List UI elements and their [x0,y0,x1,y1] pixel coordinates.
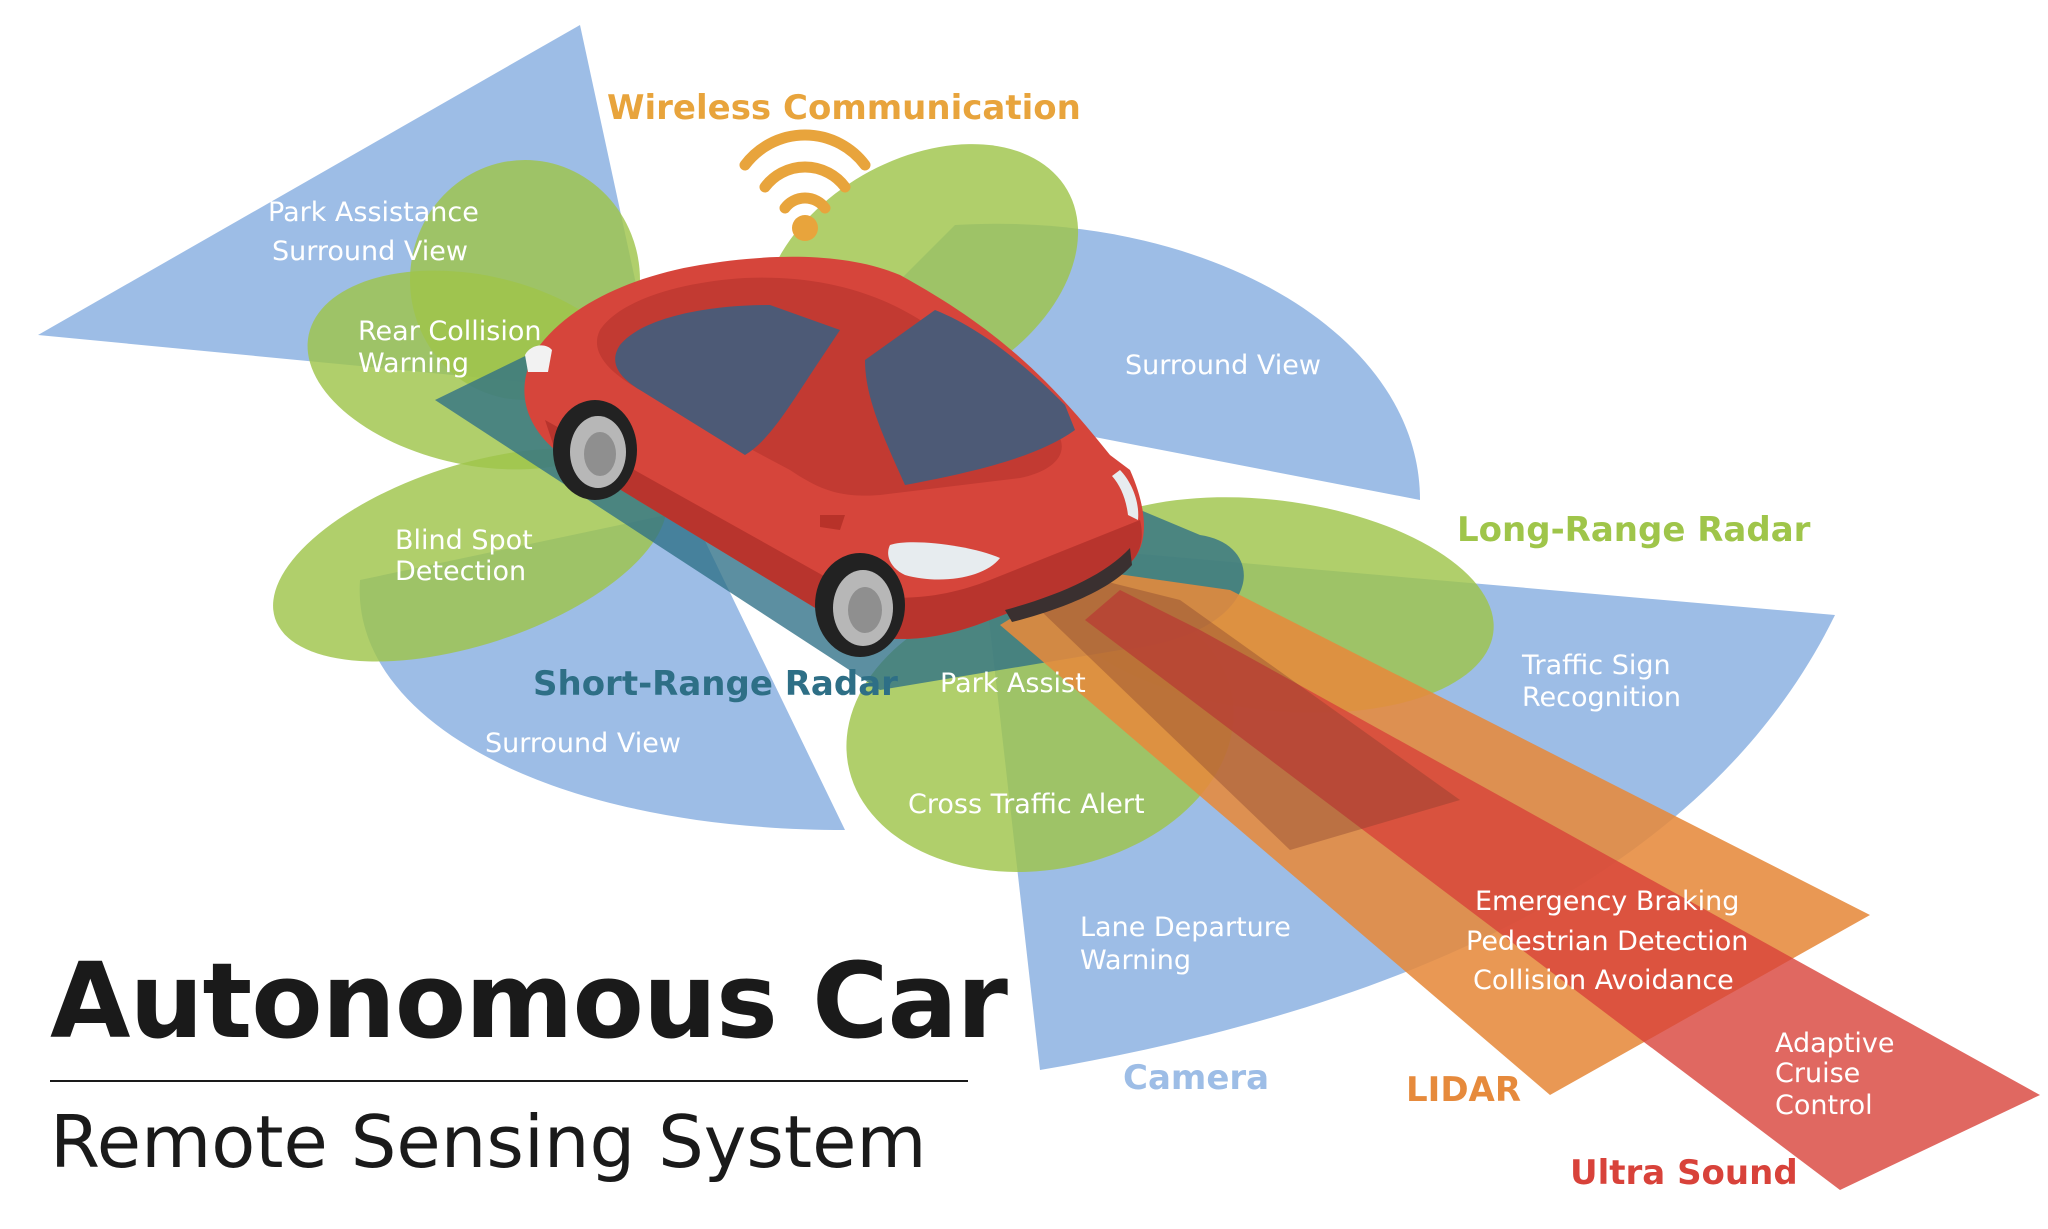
category-wireless: Wireless Communication [607,88,1081,128]
label-lane-departure-2: Warning [1080,945,1192,976]
page-title: Autonomous Car [50,940,1008,1062]
label-park-assist: Park Assist [940,668,1086,699]
label-surround-view-right: Surround View [1125,350,1321,381]
label-adaptive-3: Control [1775,1090,1873,1121]
category-ultra-sound: Ultra Sound [1570,1153,1798,1193]
category-short-range-radar: Short-Range Radar [533,664,898,704]
label-adaptive-1: Adaptive [1775,1028,1895,1059]
label-blind-spot-1: Blind Spot [395,525,533,556]
car-side-window [615,305,840,455]
radar-zone-side-left [273,448,667,662]
label-traffic-sign-2: Recognition [1522,682,1681,713]
label-adaptive-2: Cruise [1775,1058,1861,1089]
label-blind-spot-2: Detection [395,556,527,587]
label-collision-avoidance: Collision Avoidance [1473,965,1734,996]
label-rear-collision-1: Rear Collision [358,316,542,347]
car-grille [1005,548,1132,622]
car-mirror [820,515,845,530]
car-front-wheel [815,553,905,657]
car-headlight-right [1112,470,1139,520]
category-camera: Camera [1123,1058,1270,1098]
ultrasound-beam [1085,590,2040,1190]
label-surround-view-rear: Surround View [272,236,468,267]
car-rear-light [525,345,552,372]
car-illustration [524,256,1144,657]
label-cross-traffic: Cross Traffic Alert [908,789,1145,820]
label-traffic-sign-1: Traffic Sign [1522,650,1671,681]
category-lidar: LIDAR [1406,1070,1522,1110]
label-surround-view-left: Surround View [485,728,681,759]
label-park-assistance: Park Assistance [268,197,479,228]
label-emergency-braking: Emergency Braking [1475,886,1740,917]
car-lower-body [545,420,1142,639]
car-headlight [888,542,1000,580]
category-long-range-radar: Long-Range Radar [1457,510,1811,550]
title-divider [50,1080,968,1082]
page-subtitle: Remote Sensing System [50,1100,927,1184]
front-beam-overlay [1040,575,1460,850]
label-rear-collision-2: Warning [358,348,470,379]
car-rear-wheel [553,400,637,500]
wireless-icon [739,129,871,241]
car-windshield [865,310,1075,485]
label-lane-departure-1: Lane Departure [1080,912,1291,943]
label-pedestrian-detection: Pedestrian Detection [1466,926,1749,957]
